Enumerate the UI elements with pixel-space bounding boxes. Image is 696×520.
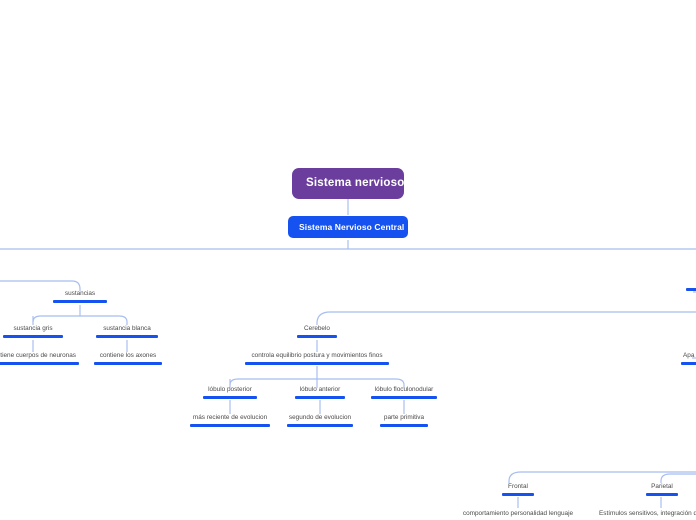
node-contiene-los-axones-bar	[94, 362, 162, 366]
node-clipped-aparato[interactable]: Apa	[681, 352, 696, 370]
node-sustancia-blanca[interactable]: sustancia blanca	[87, 325, 167, 343]
node-sistema-nervioso-central[interactable]: Sistema Nervioso Central	[288, 216, 408, 238]
node-clipped-aparato-bar	[681, 362, 696, 366]
node-frontal-bar	[502, 493, 534, 497]
node-parietal-label: Parietal	[651, 483, 673, 490]
node-lobulo-anterior-bar	[295, 396, 345, 400]
node-parte-primitiva[interactable]: parte primitiva	[376, 414, 432, 432]
node-lobulo-floculonodular-bar	[371, 396, 437, 400]
node-sustancia-blanca-label: sustancia blanca	[103, 325, 151, 332]
node-contiene-los-axones-label: contiene los axones	[99, 352, 157, 359]
node-lobulo-posterior-label: lóbulo posterior	[208, 386, 252, 393]
node-controla-equilibrio[interactable]: controla equilibrio postura y movimiento…	[244, 352, 390, 370]
node-frontal-label: Frontal	[508, 483, 528, 490]
node-mas-reciente-de-evolucion[interactable]: más reciente de evolucion	[186, 414, 274, 432]
node-lobulo-floculonodular-label: lóbulo floculonodular	[374, 386, 434, 393]
node-frontal[interactable]: Frontal	[492, 483, 544, 501]
node-controla-equilibrio-bar	[245, 362, 389, 366]
node-frontal-descripcion-label: comportamiento personalidad lenguaje	[462, 510, 574, 517]
node-segundo-de-evolucion-label: segundo de evolucion	[288, 414, 352, 421]
node-clipped-aparato-label: Apa	[683, 352, 695, 359]
node-mas-reciente-de-evolucion-label: más reciente de evolucion	[192, 414, 268, 421]
node-cerebelo-label: Cerebelo	[304, 325, 330, 332]
node-mas-reciente-de-evolucion-bar	[190, 424, 270, 428]
node-root-sistema-nervioso[interactable]: Sistema nervioso	[292, 168, 404, 199]
node-sustancia-gris-label: sustancia gris	[13, 325, 53, 332]
node-clipped-top-right-bar	[686, 288, 696, 292]
node-segundo-de-evolucion[interactable]: segundo de evolucion	[284, 414, 356, 432]
node-cerebelo[interactable]: Cerebelo	[288, 325, 346, 343]
node-sustancias[interactable]: sustancias	[40, 290, 120, 308]
node-cerebelo-bar	[297, 335, 337, 339]
node-contiene-cuerpos-de-neuronas-label: contiene cuerpos de neuronas	[0, 352, 76, 359]
node-contiene-cuerpos-de-neuronas-bar	[0, 362, 79, 366]
node-sustancias-bar	[53, 300, 107, 304]
node-parietal-descripcion-label: Estímulos sensitivos, integración de	[599, 510, 696, 517]
node-parietal-descripcion[interactable]: Estímulos sensitivos, integración de	[597, 510, 696, 520]
node-contiene-cuerpos-de-neuronas[interactable]: contiene cuerpos de neuronas	[0, 352, 91, 370]
node-sustancia-gris-bar	[3, 335, 63, 339]
node-sustancias-label: sustancias	[64, 290, 96, 297]
node-frontal-descripcion[interactable]: comportamiento personalidad lenguaje	[459, 510, 577, 520]
node-controla-equilibrio-label: controla equilibrio postura y movimiento…	[251, 352, 383, 359]
node-sustancia-gris[interactable]: sustancia gris	[0, 325, 73, 343]
node-parte-primitiva-label: parte primitiva	[383, 414, 425, 421]
node-segundo-de-evolucion-bar	[287, 424, 353, 428]
node-contiene-los-axones[interactable]: contiene los axones	[83, 352, 173, 370]
node-clipped-top-right[interactable]	[686, 286, 696, 296]
node-parte-primitiva-bar	[380, 424, 428, 428]
node-lobulo-anterior-label: lóbulo anterior	[299, 386, 341, 393]
node-parietal[interactable]: Parietal	[636, 483, 688, 501]
node-lobulo-floculonodular[interactable]: lóbulo floculonodular	[367, 386, 441, 404]
node-lobulo-posterior-bar	[203, 396, 257, 400]
node-sustancia-blanca-bar	[96, 335, 158, 339]
node-lobulo-posterior[interactable]: lóbulo posterior	[196, 386, 264, 404]
node-parietal-bar	[646, 493, 678, 497]
node-lobulo-anterior[interactable]: lóbulo anterior	[288, 386, 352, 404]
